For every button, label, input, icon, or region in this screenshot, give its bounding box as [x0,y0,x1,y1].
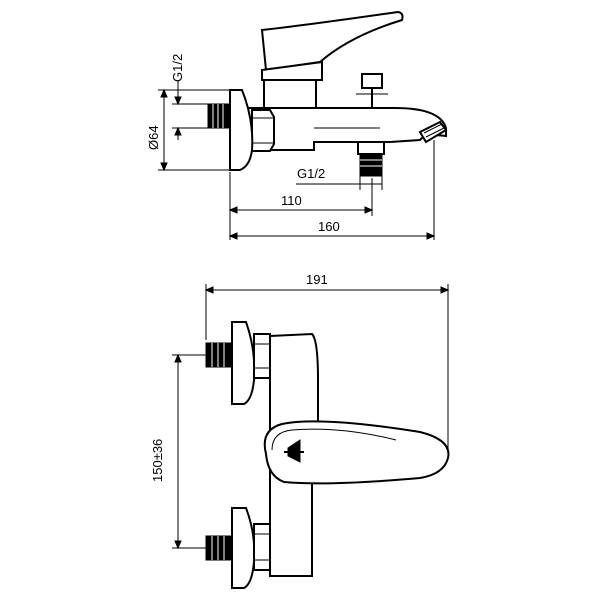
dim-spout-length-label: 160 [318,219,340,234]
dim-width: 191 [204,272,450,460]
dim-center-distance: 150±36 [150,353,206,550]
dim-width-label: 191 [306,272,328,287]
side-wall-flange [229,89,254,171]
dim-diameter: Ø64 [146,88,230,172]
side-handle-lever [260,10,404,81]
side-inlet-connector [207,103,231,129]
dim-inlet-thread: G1/2 [170,54,208,140]
dim-outlet-distance: 110 [228,172,374,240]
side-cartridge [263,79,317,109]
dim-outlet-distance-label: 110 [281,193,302,208]
side-hex-nut [251,109,275,152]
front-lower-connection [205,507,271,589]
brand-logo-icon [284,439,304,463]
dim-diameter-label: Ø64 [146,125,161,150]
dim-inlet-thread-label: G1/2 [170,54,185,82]
front-handle-lever [263,420,450,485]
side-main-body [245,107,447,151]
side-outlet-connector [357,141,385,177]
dim-center-distance-label: 150±36 [150,439,165,482]
side-diverter-knob [356,73,388,108]
dim-outlet-thread: G1/2 [296,166,383,190]
dim-spout-length: 160 [228,140,436,240]
front-view: 191 150±36 [150,272,450,589]
dim-outlet-thread-label: G1/2 [297,166,325,181]
front-upper-connection [205,321,271,405]
side-view: G1/2 Ø64 G1/2 110 [146,10,448,240]
side-spout-aerator [418,120,448,144]
